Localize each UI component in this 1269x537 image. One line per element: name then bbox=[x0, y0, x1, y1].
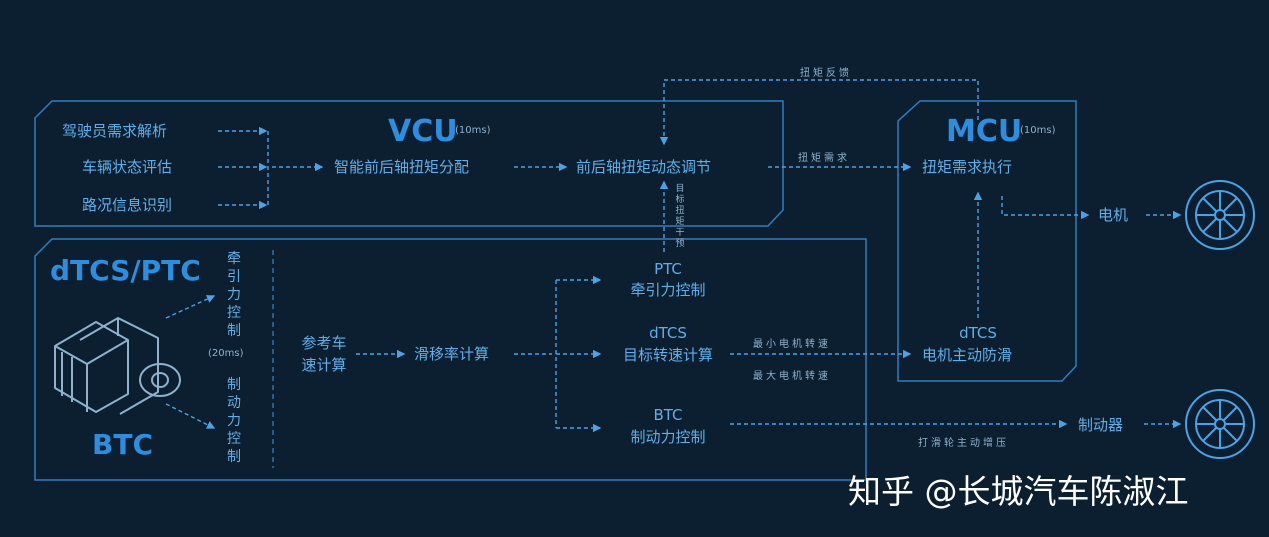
torque-execute: 扭矩需求执行 bbox=[922, 158, 1013, 176]
torque-dynamic-adjust: 前后轴扭矩动态调节 bbox=[576, 158, 712, 176]
btc-title: BTC bbox=[92, 428, 153, 461]
watermark: 知乎 @长城汽车陈淑江 bbox=[848, 472, 1189, 511]
mcu-period: (10ms) bbox=[1020, 125, 1056, 136]
btc-line2: 制动力控制 bbox=[630, 428, 706, 446]
mcu-dtcs-label: dTCS bbox=[959, 324, 997, 342]
traction-control-vertical: 牵引力控制 bbox=[227, 251, 241, 339]
label-target-intervention: 目标扭矩干预 bbox=[675, 184, 685, 249]
output-motor: 电机 bbox=[1098, 206, 1129, 224]
lower-panel-border bbox=[34, 238, 867, 481]
mcu-title: MCU bbox=[946, 114, 1023, 149]
label-torque-feedback: 扭矩反馈 bbox=[800, 68, 852, 79]
ptc-line2: 牵引力控制 bbox=[630, 281, 706, 299]
btc-line1: BTC bbox=[653, 406, 683, 424]
torque-distribution: 智能前后轴扭矩分配 bbox=[334, 158, 470, 176]
ref-speed-line2: 速计算 bbox=[301, 356, 347, 374]
mcu-panel-border bbox=[897, 100, 1077, 382]
slip-rate-calc: 滑移率计算 bbox=[414, 345, 490, 363]
motor-anti-slip: 电机主动防滑 bbox=[922, 346, 1013, 364]
arrow-control-to-traction bbox=[165, 295, 216, 319]
label-min-motor-speed: 最小电机转速 bbox=[753, 339, 831, 350]
ref-speed-line1: 参考车 bbox=[301, 334, 347, 352]
dtcs-line1: dTCS bbox=[649, 324, 687, 342]
wheel-icon-brake bbox=[1185, 389, 1255, 459]
label-torque-request: 扭矩需求 bbox=[798, 153, 850, 164]
input-driver-demand: 驾驶员需求解析 bbox=[62, 122, 168, 140]
vcu-period: (10ms) bbox=[455, 125, 491, 136]
ptc-line1: PTC bbox=[654, 260, 682, 278]
arrow-control-to-brake bbox=[165, 403, 216, 429]
vcu-title: VCU bbox=[388, 114, 458, 149]
control-unit-icon bbox=[54, 317, 181, 415]
dtcs-line2: 目标转速计算 bbox=[622, 346, 713, 364]
dtcs-ptc-title: dTCS/PTC bbox=[50, 254, 201, 287]
brake-control-vertical: 制动力控制 bbox=[227, 377, 241, 465]
input-vehicle-state: 车辆状态评估 bbox=[82, 158, 173, 176]
output-brake: 制动器 bbox=[1078, 416, 1124, 434]
label-slip-wheel-brake: 打滑轮主动增压 bbox=[918, 438, 1009, 449]
wheel-icon-motor bbox=[1185, 180, 1255, 250]
input-road-condition: 路况信息识别 bbox=[82, 196, 173, 214]
vcu-panel-border bbox=[34, 100, 784, 227]
arrow-torque-feedback bbox=[659, 79, 979, 146]
arrow-to-motor bbox=[1001, 196, 1090, 220]
lower-period: (20ms) bbox=[208, 348, 244, 359]
label-max-motor-speed: 最大电机转速 bbox=[753, 371, 831, 382]
